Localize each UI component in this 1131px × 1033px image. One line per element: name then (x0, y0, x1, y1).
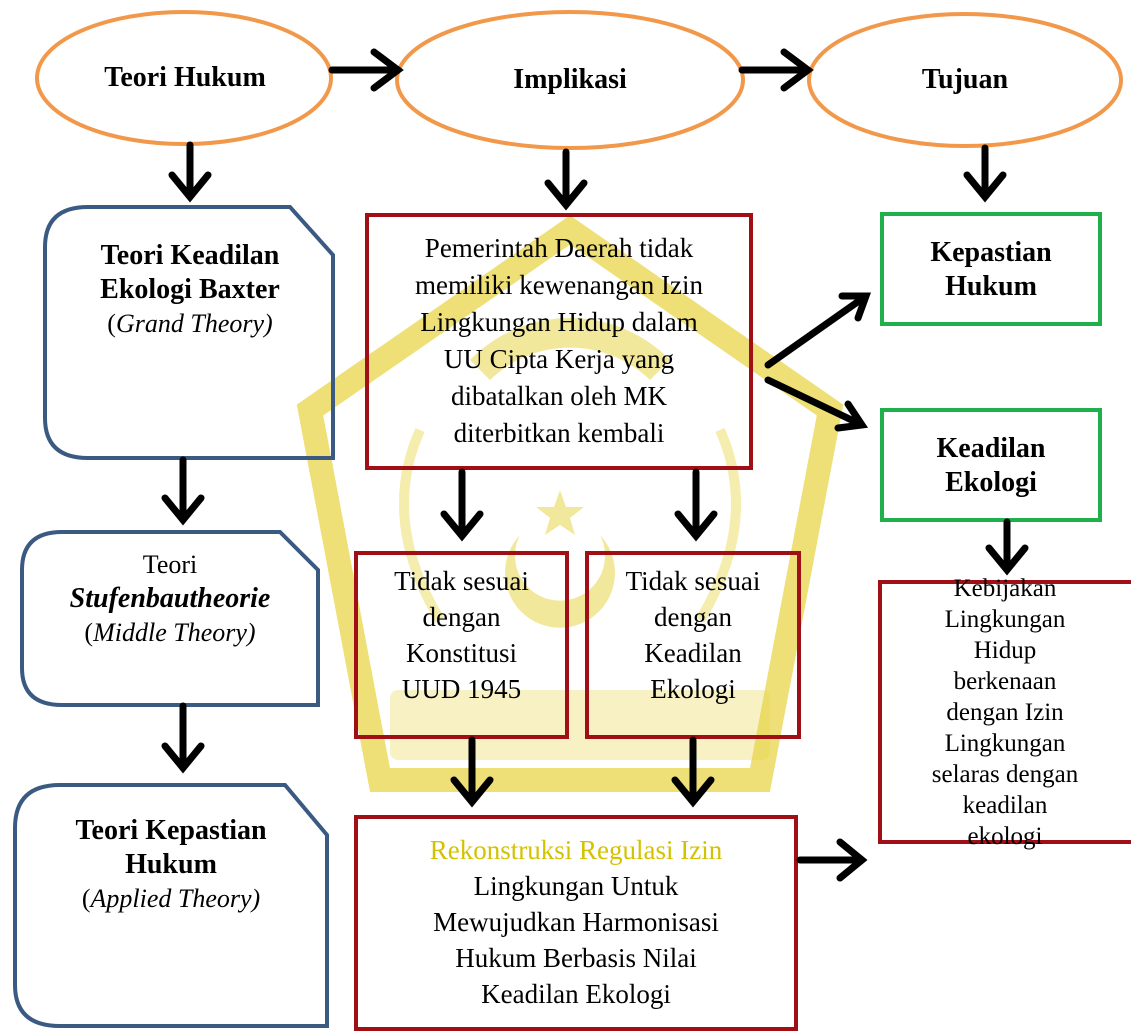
eco-justice-text: Keadilan Ekologi (882, 418, 1100, 514)
box-policy (878, 580, 1131, 844)
eco-justice-line: Ekologi (945, 467, 1037, 498)
label-theory-text: Teori Hukum (104, 62, 266, 93)
arrow-theory-to-implication (328, 48, 404, 92)
constitution-line: UUD 1945 (401, 674, 522, 704)
implication-main-text: Pemerintah Daerah tidak memiliki kewenan… (367, 222, 751, 460)
constitution-line: dengan (422, 602, 501, 632)
justice-line: Ekologi (650, 674, 736, 704)
arrow-constitution-to-reconstruction (450, 736, 494, 808)
applied-theory-italic: Applied Theory) (90, 884, 261, 913)
constitution-line: Tidak sesuai (394, 566, 529, 596)
reconstruction-line: Lingkungan Untuk (473, 871, 679, 901)
box-eco-justice (880, 408, 1102, 522)
policy-line: dengan Izin (946, 699, 1064, 726)
arrow-main-to-eco-justice (764, 376, 869, 432)
middle-theory-italic: Middle Theory) (93, 618, 256, 647)
reconstruction-line: Keadilan Ekologi (481, 979, 671, 1009)
box-grand-theory (43, 205, 335, 460)
reconstruction-line: Mewujudkan Harmonisasi (433, 907, 719, 937)
certainty-line: Hukum (945, 271, 1037, 302)
box-certainty (880, 212, 1102, 326)
label-goal-text: Tujuan (921, 64, 1009, 95)
arrow-eco-justice-to-policy (985, 518, 1029, 576)
label-implication-text: Implikasi (513, 64, 627, 95)
middle-theory-type: (Middle Theory) (84, 616, 255, 650)
ellipse-implication (395, 10, 745, 150)
middle-theory-text: Teori Stufenbautheorie (Middle Theory) (22, 540, 318, 658)
label-implication: Implikasi (400, 57, 740, 103)
implication-main-line: memiliki kewenangan Izin (415, 270, 703, 300)
grand-theory-line2: Ekologi Baxter (100, 274, 280, 305)
ellipse-goal (807, 12, 1123, 148)
arrow-down-goal (963, 144, 1007, 203)
applied-theory-line2: Hukum (125, 849, 217, 880)
reconstruction-line: Hukum Berbasis Nilai (455, 943, 697, 973)
implication-main-line: UU Cipta Kerja yang (443, 344, 675, 374)
middle-theory-paren: ( (84, 618, 94, 647)
ellipse-theory (35, 10, 333, 146)
policy-text: Kebijakan Lingkungan Hidup berkenaan den… (880, 575, 1130, 850)
arrow-grand-to-middle (161, 456, 205, 526)
certainty-line: Kepastian (930, 237, 1052, 268)
policy-line: ekologi (967, 823, 1043, 850)
box-applied-theory (13, 783, 329, 1028)
box-constitution (354, 551, 569, 739)
reconstruction-text: Rekonstruksi Regulasi Izin Lingkungan Un… (356, 822, 796, 1022)
label-goal: Tujuan (810, 57, 1120, 103)
applied-theory-line1: Teori Kepastian (75, 815, 267, 846)
eco-justice-line: Keadilan (936, 433, 1046, 464)
policy-line: keadilan (962, 792, 1048, 819)
arrow-down-theory (168, 141, 212, 203)
arrow-middle-to-applied (161, 702, 205, 774)
justice-line: dengan (654, 602, 732, 632)
arrow-main-to-constitution (440, 468, 484, 542)
reconstruction-line-highlight: Rekonstruksi Regulasi Izin (429, 835, 723, 865)
policy-line: berkenaan (953, 668, 1057, 695)
justice-line: Tidak sesuai (625, 566, 761, 596)
arrow-main-to-certainty (764, 292, 871, 369)
grand-theory-italic: Grand Theory) (115, 309, 273, 338)
justice-text: Tidak sesuai dengan Keadilan Ekologi (587, 560, 799, 710)
certainty-text: Kepastian Hukum (882, 222, 1100, 318)
applied-theory-text: Teori Kepastian Hukum (Applied Theory) (15, 805, 327, 925)
policy-line: Hidup (973, 637, 1037, 664)
middle-theory-line1: Teori (142, 550, 198, 579)
middle-theory-line2: Stufenbautheorie (69, 583, 271, 614)
grand-theory-text: Teori Keadilan Ekologi Baxter (Grand The… (45, 225, 335, 355)
arrow-main-to-justice (674, 468, 718, 542)
constitution-line: Konstitusi (405, 638, 518, 668)
implication-main-line: Lingkungan Hidup dalam (420, 307, 698, 337)
box-reconstruction (354, 815, 798, 1031)
policy-line: selaras dengan (931, 761, 1079, 788)
justice-line: Keadilan (644, 638, 742, 668)
applied-theory-paren: ( (81, 884, 91, 913)
implication-main-line: Pemerintah Daerah tidak (424, 233, 694, 263)
constitution-text: Tidak sesuai dengan Konstitusi UUD 1945 (356, 560, 567, 710)
policy-line: Kebijakan (953, 575, 1057, 602)
arrow-implication-to-goal (738, 48, 814, 92)
grand-theory-line1: Teori Keadilan (100, 240, 280, 271)
implication-main-line: diterbitkan kembali (453, 418, 665, 448)
arrow-reconstruction-to-policy (796, 838, 868, 882)
arrow-justice-to-reconstruction (671, 736, 715, 808)
implication-main-line: dibatalkan oleh MK (451, 381, 667, 411)
box-middle-theory (20, 530, 320, 707)
arrow-down-implication (544, 148, 588, 211)
policy-line: Lingkungan (944, 730, 1066, 757)
grand-theory-type: (Grand Theory) (107, 307, 272, 341)
policy-line: Lingkungan (944, 606, 1066, 633)
label-theory: Teori Hukum (40, 55, 330, 101)
box-implication-main (365, 213, 753, 470)
grand-theory-paren: ( (107, 309, 116, 338)
applied-theory-type: (Applied Theory) (82, 882, 260, 916)
